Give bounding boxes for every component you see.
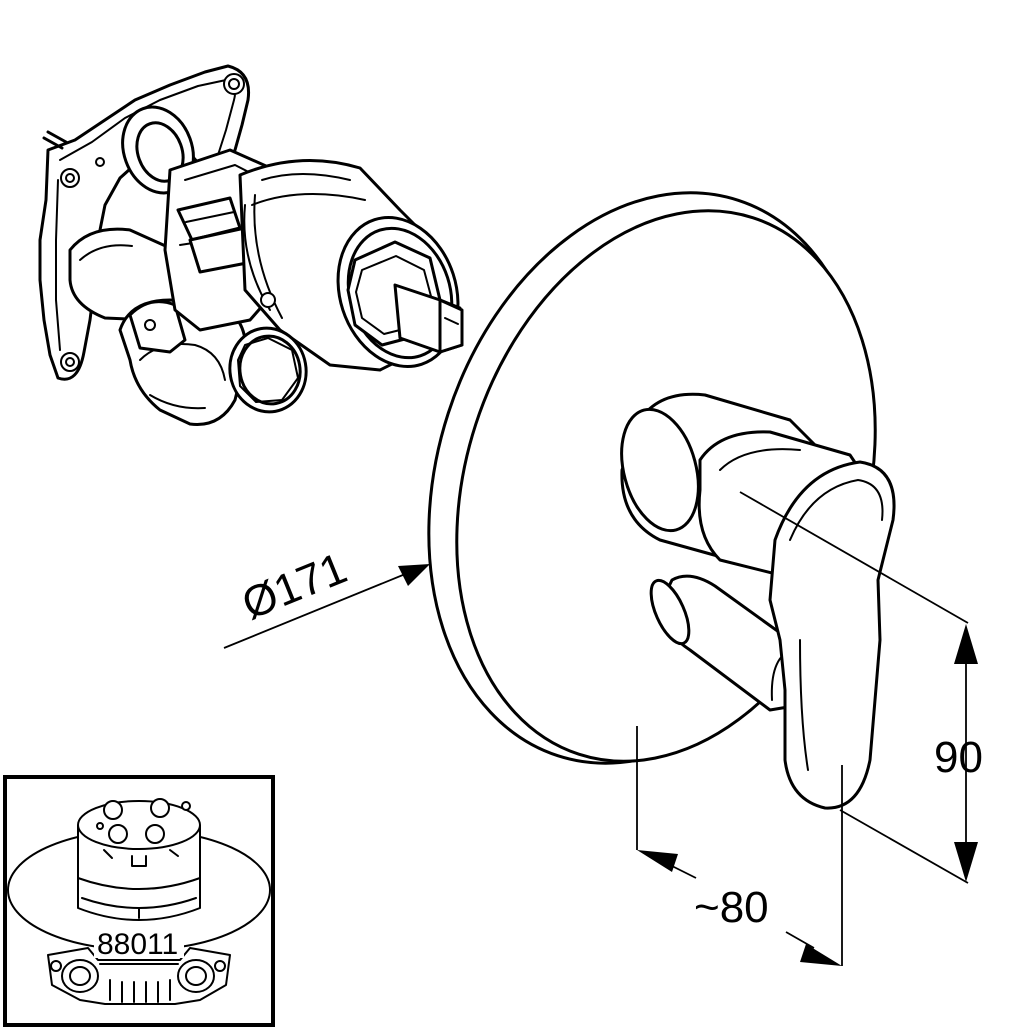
arrowhead [800,944,842,966]
arrowhead [954,842,978,882]
dimension-diameter: Ø171 [223,544,430,649]
inset-body [47,947,231,1005]
concealed-mixer-body [38,64,464,426]
diameter-label: Ø171 [235,544,353,630]
height-label: 90 [934,733,983,782]
inset-cartridge [77,798,201,921]
arrowhead [637,850,678,872]
arrowhead [954,624,978,664]
arrowhead [398,564,430,586]
rosette-assembly [427,191,896,810]
depth-label: ~80 [694,883,769,932]
inset-part-number: 88011 [97,928,178,961]
dimension-height: 90 [739,491,983,884]
lever-handle [768,460,896,810]
inset-panel: 88011 [3,775,275,1027]
dimension-depth: ~80 [636,726,843,966]
